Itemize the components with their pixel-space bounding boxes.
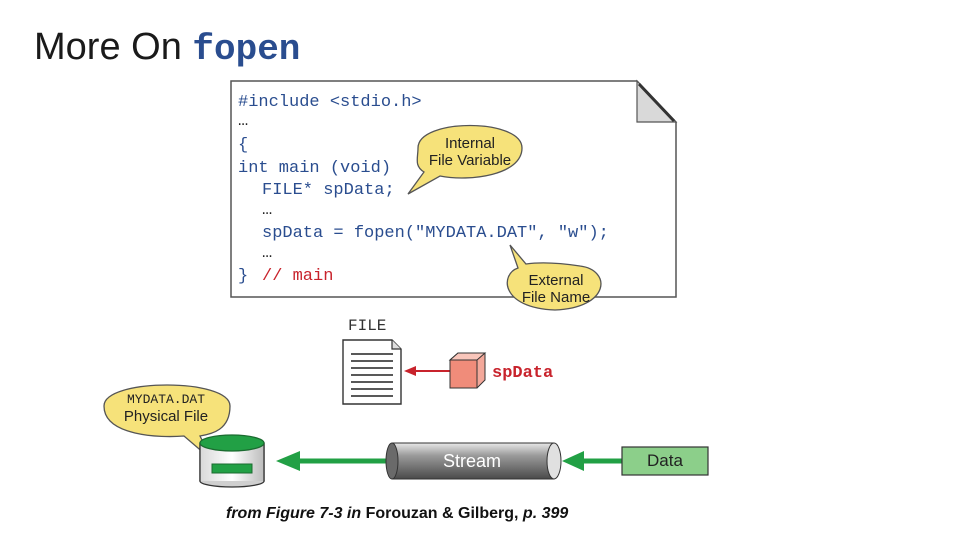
caption-part1: from Figure 7-3 in: [226, 505, 366, 522]
code-fopen: spData = fopen("MYDATA.DAT", "w");: [262, 224, 609, 243]
code-main: int main (void): [238, 159, 391, 178]
spdata-box: [448, 352, 487, 389]
code-open-brace: {: [238, 136, 248, 155]
callout-internal-line1: Internal: [445, 135, 495, 152]
callout-external-file-name: External File Name: [506, 244, 602, 311]
code-file-var2: Data: [344, 181, 385, 200]
callout-internal-line2: File Variable: [429, 152, 511, 169]
file-label: FILE: [348, 317, 386, 335]
code-file-type: FILE*: [262, 181, 313, 200]
code-file-semi: ;: [384, 181, 394, 200]
callout-physical-file: MYDATA.DAT Physical File: [103, 384, 231, 461]
code-ellipsis-2: …: [262, 201, 272, 220]
title-code: fopen: [192, 29, 301, 70]
stream-label: Stream: [443, 451, 501, 471]
code-file-var: sp: [313, 181, 344, 200]
page-title: More On fopen: [34, 26, 300, 70]
callout-internal-file-variable: Internal File Variable: [407, 124, 523, 195]
callout-physical-line1: MYDATA.DAT: [127, 392, 205, 407]
spdata-label: spData: [492, 364, 553, 383]
disk-icon: [199, 434, 265, 488]
callout-external-line1: External: [528, 272, 583, 289]
stream-cylinder: Stream: [385, 442, 562, 480]
code-file-decl: FILE* spData;: [262, 181, 395, 200]
title-prefix: More On: [34, 26, 193, 68]
callout-external-line2: File Name: [522, 289, 590, 306]
caption-part2: Forouzan & Gilberg,: [365, 505, 523, 522]
data-label: Data: [647, 451, 683, 470]
document-icon: [342, 339, 402, 405]
callout-physical-line2: Physical File: [124, 408, 208, 425]
code-block: #include <stdio.h> … { int main (void) F…: [238, 93, 609, 286]
code-ellipsis-3: …: [262, 244, 272, 263]
data-box: Data: [621, 446, 709, 476]
code-include: #include <stdio.h>: [238, 93, 422, 112]
data-to-stream-arrow: [562, 451, 622, 471]
stream-to-disk-arrow: [276, 451, 388, 471]
code-page: [230, 79, 678, 298]
code-close-brace: }: [238, 267, 248, 286]
caption-part3: p. 399: [522, 505, 569, 522]
figure-caption: from Figure 7-3 in Forouzan & Gilberg, p…: [226, 505, 568, 523]
code-comment: // main: [262, 267, 333, 286]
code-ellipsis-1: …: [238, 112, 248, 131]
